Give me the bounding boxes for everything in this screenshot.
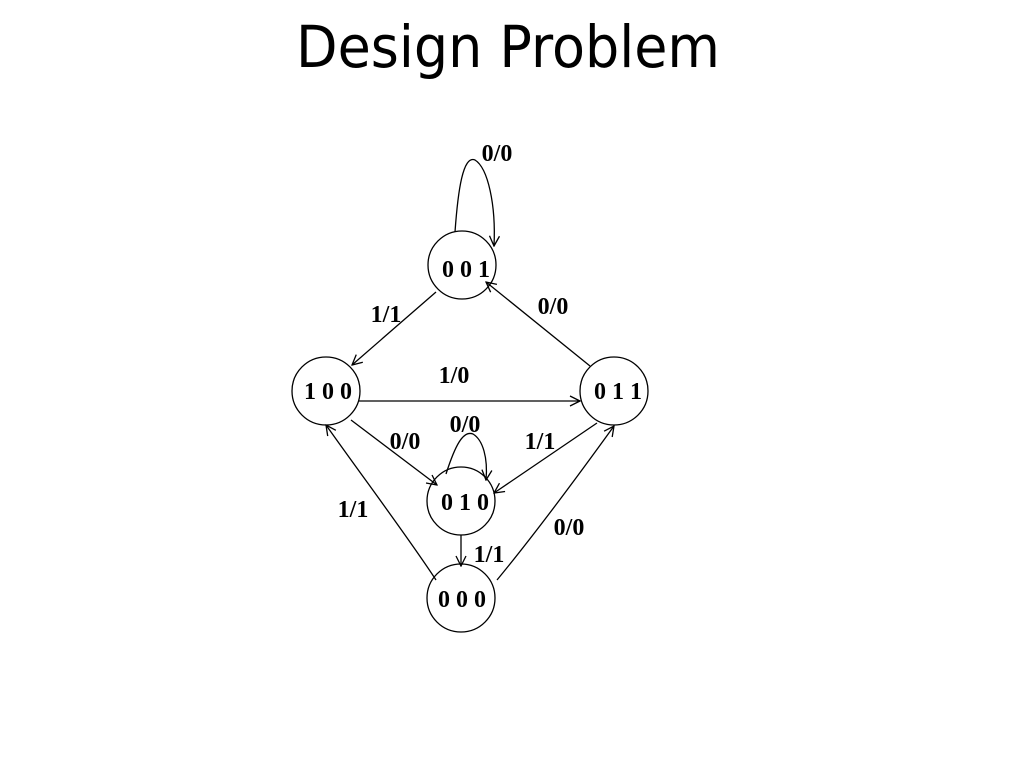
edge-011-to-010 — [494, 422, 598, 493]
edge-label-001-to-100: 1/1 — [371, 302, 402, 328]
state-node-100: 1 0 0 — [291, 356, 361, 426]
edge-label-010-self: 0/0 — [450, 412, 481, 438]
edge-label-011-to-001: 0/0 — [538, 294, 569, 320]
state-node-010: 0 1 0 — [426, 466, 496, 536]
edge-011-to-001 — [486, 282, 591, 367]
state-label: 0 1 0 — [441, 490, 489, 516]
edge-label-001-self: 0/0 — [482, 141, 513, 167]
state-circle — [426, 563, 496, 633]
edge-010-self — [445, 432, 486, 480]
state-circle — [291, 356, 361, 426]
edge-label-100-to-010: 0/0 — [390, 429, 421, 455]
state-label: 1 0 0 — [304, 379, 352, 405]
edge-label-100-to-011: 1/0 — [439, 363, 470, 389]
edge-001-to-100 — [352, 291, 437, 365]
state-label: 0 0 0 — [438, 587, 486, 613]
edge-100-to-010 — [350, 419, 437, 485]
state-circle — [426, 466, 496, 536]
state-label: 0 0 1 — [442, 257, 490, 283]
edge-000-to-100 — [326, 425, 437, 581]
edge-001-self — [454, 159, 494, 246]
state-node-011: 0 1 1 — [579, 356, 649, 426]
state-label: 0 1 1 — [594, 379, 642, 405]
slide-title: Design Problem — [296, 13, 720, 81]
state-circle — [579, 356, 649, 426]
state-node-001: 0 0 1 — [427, 230, 497, 300]
edge-label-000-to-100: 1/1 — [338, 497, 369, 523]
edge-label-010-to-000: 1/1 — [474, 542, 505, 568]
state-node-000: 0 0 0 — [426, 563, 496, 633]
state-circle — [427, 230, 497, 300]
edge-label-011-to-010: 1/1 — [525, 429, 556, 455]
edge-label-000-to-011: 0/0 — [554, 515, 585, 541]
edge-000-to-011 — [496, 426, 614, 581]
